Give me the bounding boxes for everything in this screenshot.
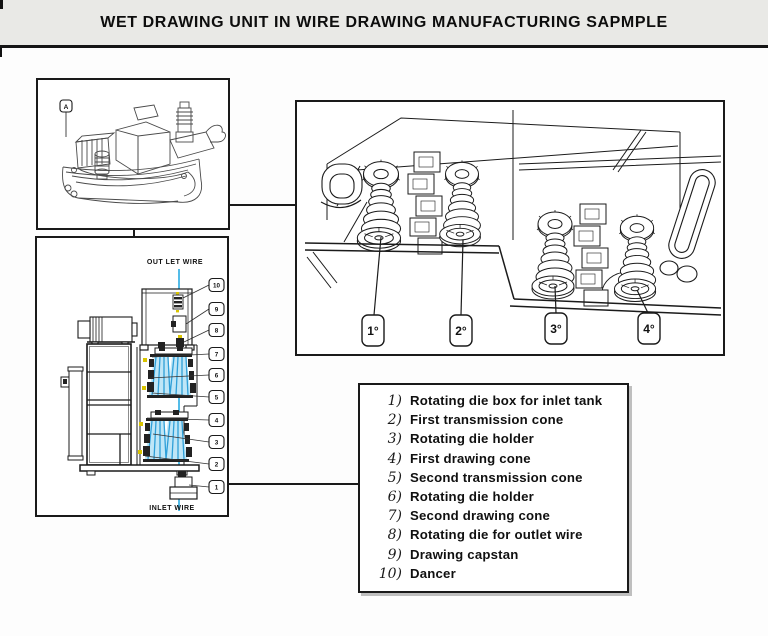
legend-item-number: 7) — [387, 508, 402, 525]
svg-text:3°: 3° — [550, 322, 562, 336]
legend-item-number: 8) — [387, 527, 402, 544]
inlet-wire-label: INLET WIRE — [149, 505, 194, 512]
legend-item-label: Rotating die for outlet wire — [410, 527, 583, 543]
callout-4: 4 — [208, 412, 225, 428]
legend-item-number: 3) — [387, 431, 402, 448]
callout-a-bubble — [59, 99, 73, 113]
svg-text:7: 7 — [215, 352, 219, 359]
connector-schematic-to-legend — [229, 483, 358, 485]
cone-label-4: 4° — [637, 312, 661, 345]
legend-item-number: 6) — [387, 488, 402, 505]
floor-edges — [304, 242, 722, 316]
legend-item-6: 6) Rotating die holder — [372, 489, 619, 508]
dancer-part — [172, 292, 184, 313]
legend-item-number: 9) — [387, 546, 402, 563]
lower-cone-cluster — [138, 410, 192, 462]
title-banner: WET DRAWING UNIT IN WIRE DRAWING MANUFAC… — [0, 0, 768, 48]
callout-3: 3 — [208, 434, 225, 450]
legend-item-2: 2) First transmission cone — [372, 412, 619, 431]
svg-text:1°: 1° — [367, 324, 379, 338]
outlet-die-part — [158, 335, 184, 349]
loop-pipe — [659, 169, 716, 283]
chain-column-left — [407, 151, 443, 255]
callout-5: 5 — [208, 389, 225, 405]
callout-2: 2 — [208, 456, 225, 472]
legend-item-7: 7) Second drawing cone — [372, 508, 619, 527]
upper-cone-cluster — [142, 346, 196, 398]
legend-item-number: 4) — [387, 450, 402, 467]
page-edge-tick-top — [0, 0, 3, 9]
overview-drawing: A — [59, 99, 226, 204]
legend-item-3: 3) Rotating die holder — [372, 431, 619, 450]
outlet-wire-label: OUT LET WIRE — [147, 259, 203, 266]
machine-isometric-art — [62, 101, 226, 204]
callout-bubbles: 10 9 8 7 6 5 4 3 2 1 — [208, 277, 225, 495]
detail-drawing: 1° 2° 3° 4° — [304, 110, 722, 347]
legend-item-4: 4) First drawing cone — [372, 451, 619, 470]
inlet-tank — [60, 366, 84, 461]
legend-item-number: 5) — [387, 469, 402, 486]
legend-item-number: 10) — [378, 565, 402, 582]
legend-item-number: 1) — [387, 393, 402, 409]
svg-text:4°: 4° — [643, 322, 655, 336]
legend-item-label: First drawing cone — [410, 450, 531, 466]
legend-item-label: Rotating die holder — [410, 431, 534, 447]
chain-column-right — [573, 203, 609, 307]
cone-stack-1 — [356, 159, 402, 252]
callout-1: 1 — [208, 479, 225, 495]
cabinet — [86, 343, 132, 466]
page-title: WET DRAWING UNIT IN WIRE DRAWING MANUFAC… — [100, 13, 668, 31]
legend-item-label: Dancer — [410, 565, 456, 581]
schematic-drawing: OUT LET WIRE — [60, 259, 225, 512]
legend-item-label: Rotating die box for inlet tank — [410, 393, 603, 408]
cone-stack-4 — [613, 213, 657, 302]
callout-8: 8 — [208, 322, 225, 338]
cone-label-1: 1° — [361, 314, 385, 347]
legend-item-label: Rotating die holder — [410, 488, 534, 504]
svg-text:2: 2 — [215, 462, 219, 469]
inlet-die-box — [169, 471, 198, 500]
svg-text:4: 4 — [215, 418, 219, 425]
connector-overview-to-detail — [230, 204, 295, 206]
callout-9: 9 — [208, 301, 225, 317]
svg-text:5: 5 — [215, 395, 219, 402]
overview-panel: A — [36, 78, 230, 230]
cone-label-leaders — [373, 236, 649, 316]
svg-text:10: 10 — [213, 283, 221, 290]
svg-text:1: 1 — [215, 485, 219, 492]
callout-leaders — [144, 284, 210, 488]
legend-item-label: First transmission cone — [410, 412, 564, 428]
callout-10: 10 — [208, 277, 225, 293]
svg-text:3: 3 — [215, 440, 219, 447]
callout-a-label: A — [64, 104, 69, 111]
connector-overview-to-schematic — [133, 228, 135, 238]
guide-roller — [320, 163, 363, 209]
cone-stack-3 — [531, 209, 575, 300]
cone-stack-2 — [439, 159, 481, 248]
svg-text:2°: 2° — [455, 324, 467, 338]
legend-item-label: Drawing capstan — [410, 546, 519, 562]
legend-item-number: 2) — [387, 412, 402, 429]
svg-text:8: 8 — [215, 328, 219, 335]
svg-text:6: 6 — [215, 373, 219, 380]
legend-panel: 1) Rotating die box for inlet tank 2) Firs… — [358, 383, 629, 593]
legend-item-10: 10) Dancer — [372, 566, 619, 585]
svg-text:9: 9 — [215, 307, 219, 314]
legend-item-9: 9) Drawing capstan — [372, 547, 619, 566]
callout-6: 6 — [208, 367, 225, 383]
capstan-part — [171, 315, 187, 333]
cone-label-3: 3° — [544, 312, 568, 345]
schematic-panel: OUT LET WIRE — [35, 236, 229, 517]
motor — [77, 316, 138, 346]
legend-item-label: Second transmission cone — [410, 469, 583, 485]
legend-item-1: 1) Rotating die box for inlet tank — [372, 393, 619, 412]
legend-item-label: Second drawing cone — [410, 508, 551, 524]
legend-item-8: 8) Rotating die for outlet wire — [372, 527, 619, 546]
page-edge-tick-left — [0, 47, 2, 57]
callout-7: 7 — [208, 346, 225, 362]
cone-label-2: 2° — [449, 314, 473, 347]
detail-panel: 1° 2° 3° 4° — [295, 100, 725, 356]
legend-item-5: 5) Second transmission cone — [372, 470, 619, 489]
